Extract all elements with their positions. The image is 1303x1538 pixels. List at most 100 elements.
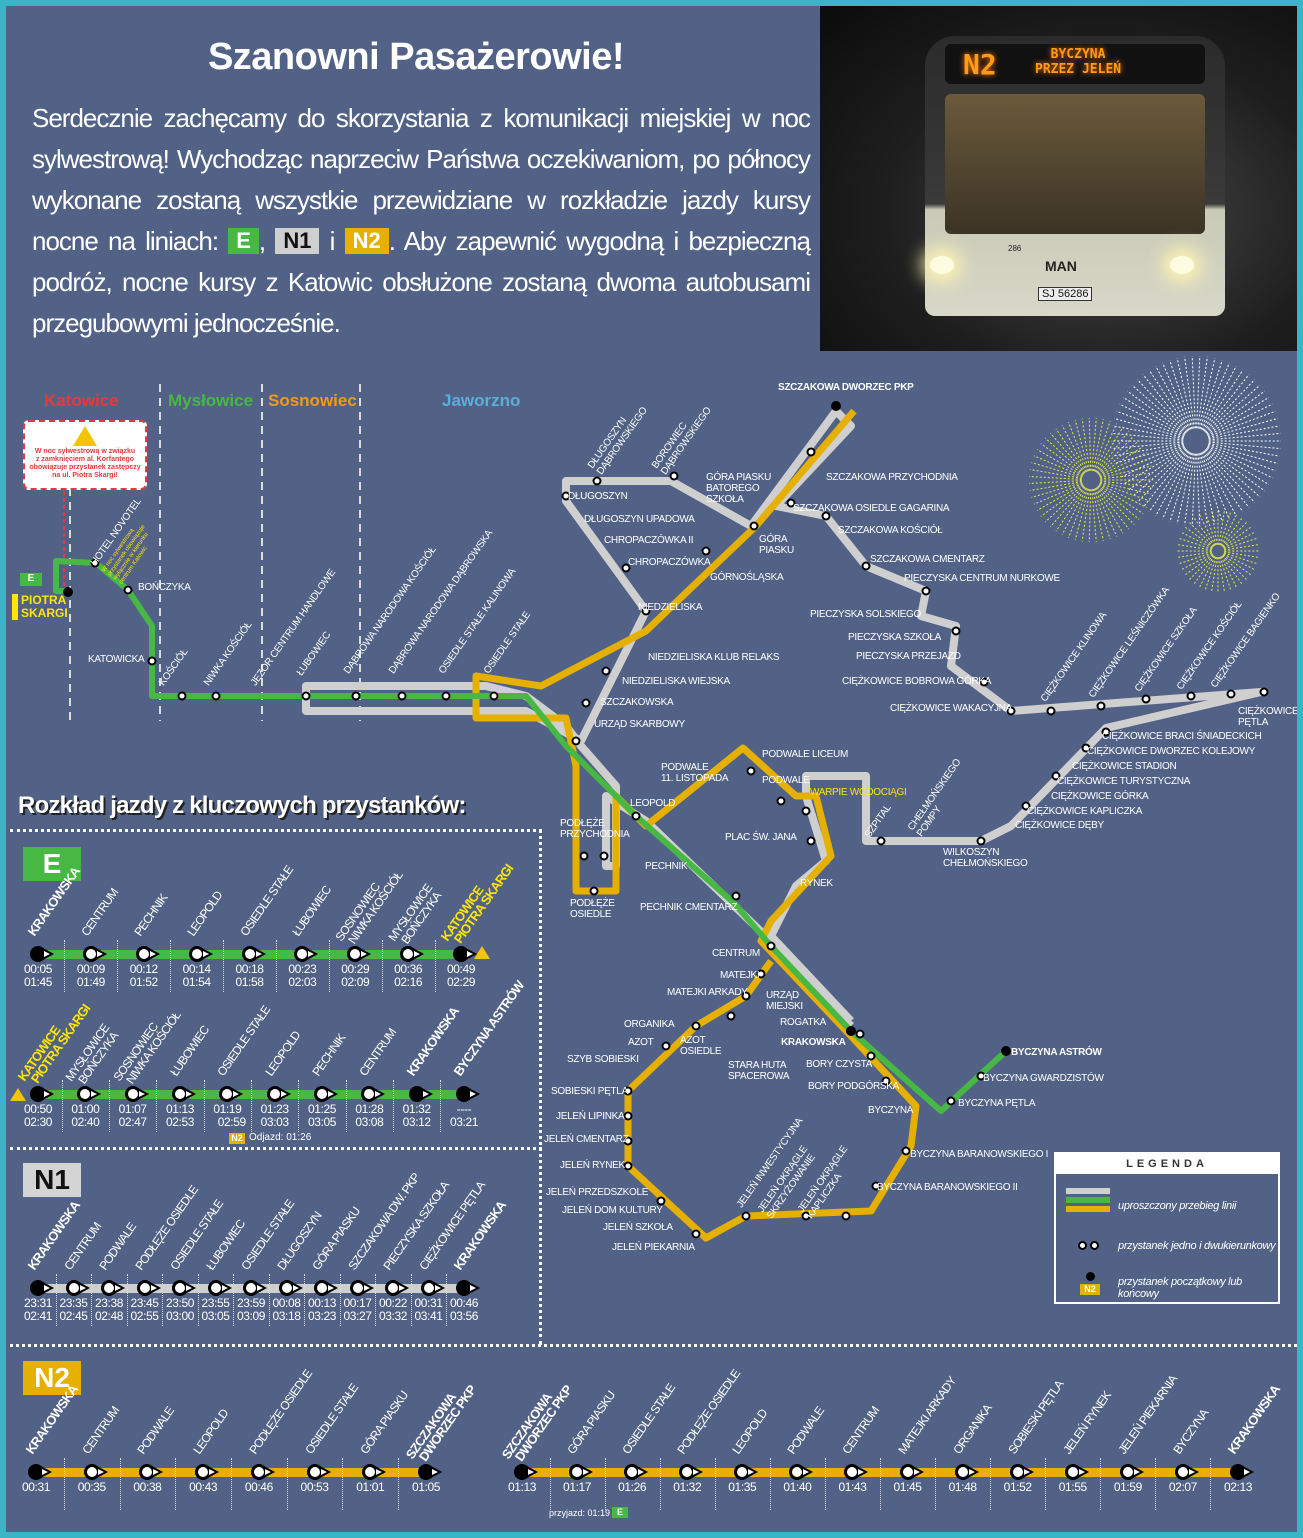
legend-line-n1 (1066, 1188, 1110, 1194)
firework (1033, 483, 1083, 505)
firework (1081, 418, 1091, 471)
firework (1203, 450, 1250, 508)
firework (1040, 485, 1084, 517)
map-stop-label: PLAC ŚW. JANA (725, 832, 797, 843)
timetable-times: 01:35 (728, 1480, 757, 1494)
firework (1040, 443, 1084, 475)
column-separator (197, 1274, 199, 1326)
timetable-times: 01:05 (411, 1480, 441, 1494)
firework (1093, 420, 1111, 472)
column-separator (440, 1080, 442, 1132)
map-stop-label: PIECZYSKA SZKOŁA (848, 632, 942, 643)
map-stop-dot (1051, 771, 1061, 781)
timetable-times: 02:07 (1168, 1480, 1197, 1494)
map-stop-dot (691, 1229, 701, 1239)
column-separator (1045, 1458, 1047, 1510)
warning-icon (73, 426, 97, 446)
firework (1029, 468, 1082, 479)
route-n2 (472, 408, 920, 1242)
column-separator (935, 1458, 937, 1510)
map-stop-dot (806, 836, 816, 846)
map-stop-dot (976, 836, 986, 846)
firework (1155, 365, 1191, 431)
map-stop-dot (866, 1051, 876, 1061)
column-separator (328, 940, 330, 992)
map-stop-label: SZCZAKOWA KOŚCIÓŁ (838, 525, 943, 536)
map-terminal-dot (831, 401, 841, 411)
map-stop-label: DŁUGOSZYN (568, 491, 628, 502)
map-stop-dot (351, 691, 361, 701)
map-stop-label: GÓRA PIASKU BATOREGO SZKOŁA (706, 472, 772, 505)
line-tag-e: E (20, 573, 42, 586)
map-stop-dot (1006, 706, 1016, 716)
map-stop-dot (766, 941, 776, 951)
map-stop-dot (90, 558, 100, 568)
map-stop-dot (746, 766, 756, 776)
firework (1204, 379, 1256, 433)
firework (1207, 410, 1276, 437)
timetable-times: 01:48 (948, 1480, 977, 1494)
legend-line-e (1066, 1197, 1110, 1203)
firework (1198, 453, 1216, 524)
map-stop-dot (976, 1071, 986, 1081)
column-separator (659, 1458, 661, 1510)
direction-arrow-icon (148, 948, 160, 960)
firework (1162, 452, 1192, 520)
headlight (1170, 256, 1194, 274)
firework (1223, 552, 1259, 565)
firework (1050, 486, 1086, 528)
direction-arrow-icon (263, 1466, 275, 1478)
direction-arrow-icon (912, 1466, 924, 1478)
timetable-times: 00:12 01:52 (129, 962, 158, 989)
firework (1142, 450, 1189, 508)
firework (1205, 384, 1261, 433)
firework (1176, 453, 1194, 524)
firework (1095, 426, 1124, 473)
column-separator (231, 1458, 232, 1510)
timetable-times: 01:25 03:05 (307, 1102, 337, 1129)
direction-arrow-icon (90, 1088, 102, 1100)
license-plate: SJ 56286 (1038, 287, 1093, 301)
map-stop-dot (855, 1029, 865, 1039)
firework (1169, 452, 1193, 522)
firework (1222, 525, 1253, 548)
column-separator (119, 1458, 121, 1510)
column-separator (117, 940, 119, 992)
firework (1219, 556, 1232, 592)
direction-arrow-icon (43, 1088, 54, 1100)
column-separator (604, 1458, 606, 1510)
map-stop-label: BOŃCZYKA (138, 582, 191, 593)
map-stop-label: STARA HUTA SPACEROWA (728, 1060, 790, 1082)
bus-photo: N2 BYCZYNA PRZEZ JELEŃ MAN 286 SJ 56286 (820, 6, 1297, 351)
map-stop-dot (691, 1021, 701, 1031)
direction-arrow-icon (327, 1282, 338, 1294)
map-stop-label: PIECZYSKA CENTRUM NURKOWE (904, 573, 1060, 584)
timetable-times: 00:18 01:58 (235, 962, 264, 989)
map-stop-dot (571, 736, 581, 746)
firework (1218, 557, 1226, 593)
firework (1093, 488, 1111, 540)
firework (1206, 396, 1270, 435)
led-display: N2 BYCZYNA PRZEZ JELEŃ (945, 44, 1205, 84)
map-stop-label: BYCZYNA BARANOWSKIEGO II (877, 1182, 1018, 1193)
column-separator (91, 1274, 93, 1326)
firework (1176, 543, 1212, 551)
firework (1148, 451, 1190, 513)
timetable-times: 00:08 03:18 (272, 1296, 301, 1323)
map-stop-label: BYCZYNA PĘTLA (958, 1098, 1036, 1109)
firework (1208, 417, 1279, 439)
map-stop-label: PODŁĘŻE OSIEDLE (570, 898, 615, 920)
map-stop-dot (1226, 689, 1236, 699)
firework (1221, 516, 1244, 547)
timetable-times: 01:19 02:59 (213, 1102, 246, 1129)
map-stop-dot (592, 476, 602, 486)
warning-icon (474, 946, 490, 959)
firework (1222, 520, 1249, 547)
intro-text: Serdecznie zachęcamy do skorzystania z k… (32, 98, 811, 344)
timetable-times: 01:43 (838, 1480, 867, 1494)
firework (1207, 446, 1273, 479)
firework (1136, 449, 1188, 503)
firework (1198, 513, 1216, 546)
map-stop-label: CIĘŻKOWICE DĘBY (1015, 820, 1104, 831)
map-stop-label: CIĘŻKOWICE TURYSTYCZNA (1057, 776, 1191, 787)
